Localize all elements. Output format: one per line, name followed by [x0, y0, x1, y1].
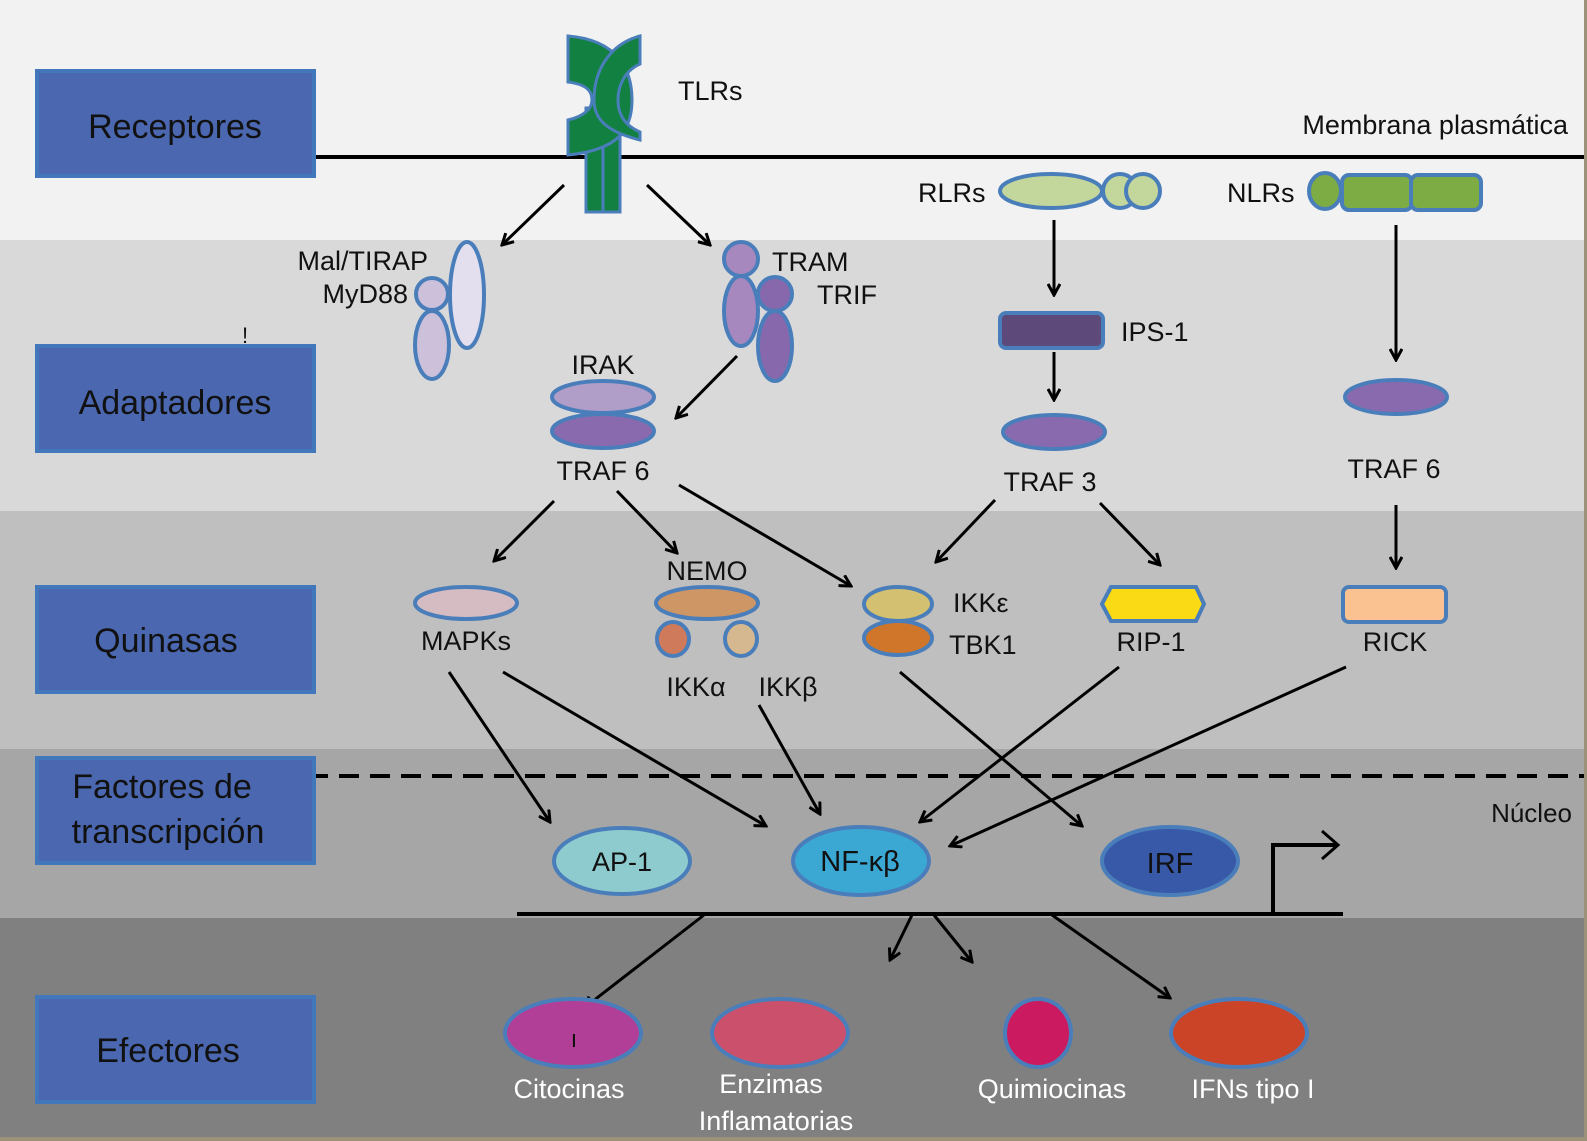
nemo-ikk-complex [654, 585, 760, 658]
category-label: Quinasas [94, 622, 238, 660]
rlr-receptor-icon [998, 172, 1162, 210]
quimiocinas-label: Quimiocinas [978, 1074, 1127, 1104]
arrow-tlr-to-trif [645, 183, 710, 245]
ikk-epsilon-label: IKKε [953, 588, 1009, 618]
category-receptores: Receptores [35, 69, 316, 178]
ifns-label: IFNs tipo I [1191, 1074, 1314, 1104]
category-factores-de-transcripcion: Factores de transcripción [35, 756, 316, 865]
nlrs-label: NLRs [1227, 178, 1295, 208]
traf6-right-label: TRAF 6 [1347, 454, 1440, 484]
ips1-shape [998, 311, 1105, 350]
ips1-label: IPS-1 [1121, 317, 1189, 347]
ifns-effector: IFNs tipo I [1169, 997, 1315, 1104]
myd88-label: MyD88 [322, 279, 408, 309]
rick-label: RICK [1363, 627, 1428, 657]
nucleus-label: Núcleo [1491, 798, 1572, 828]
nlr-receptor-icon [1307, 171, 1483, 212]
mal-tirap-label: Mal/TIRAP [297, 246, 428, 276]
tbk1-label: TBK1 [949, 630, 1017, 660]
arrow-rick-to-nfkb [950, 665, 1347, 846]
trif-label: TRIF [817, 280, 877, 310]
enzimas-effector: Enzimas Inflamatorias [699, 997, 854, 1136]
irf-factor: IRF [1100, 825, 1240, 897]
rlrs-label: RLRs [918, 178, 986, 208]
nfkb-label: NF-κβ [820, 846, 900, 878]
rick-shape [1341, 585, 1448, 624]
category-label: Efectores [96, 1032, 240, 1070]
arrow-traf6-to-nemo [615, 489, 677, 553]
ap1-label: AP-1 [592, 847, 652, 877]
mapks-shape [413, 585, 519, 621]
category-quinasas: Quinasas [35, 585, 316, 694]
traf3-label: TRAF 3 [1003, 467, 1096, 497]
irak-label: IRAK [571, 350, 634, 380]
pathway-arrows [447, 183, 1396, 1010]
category-efectores: Efectores [35, 995, 316, 1104]
arrow-mapks-to-ap1 [447, 671, 550, 822]
arrow-dna-to-quimiocinas [932, 914, 972, 962]
nfkb-factor: NF-κβ [791, 825, 931, 897]
traf3-shape [1001, 413, 1107, 451]
arrow-traf3-to-ikke [936, 498, 997, 562]
category-label: transcripción [72, 813, 265, 851]
rip1-shape [1099, 585, 1207, 623]
arrow-ikkb-to-nfkb [757, 704, 820, 814]
arrow-traf6-to-ikke [678, 483, 851, 586]
arrow-trif-to-traf6 [676, 354, 739, 418]
nemo-label: NEMO [667, 556, 748, 586]
arrow-dna-to-enzimas [890, 914, 914, 960]
arrow-tlr-to-myd88 [502, 183, 566, 245]
ap1-factor: AP-1 [552, 826, 692, 896]
tlr-receptor-icon [566, 34, 642, 214]
category-label: Receptores [88, 108, 262, 146]
arrow-mapks-to-nfkb [502, 670, 766, 826]
category-label: Factores de [72, 768, 252, 806]
tlrs-label: TLRs [678, 76, 743, 106]
ikk-alpha-label: IKKα [666, 672, 725, 702]
arrow-dna-to-citocinas [584, 913, 705, 1008]
ikk-beta-label: IKKβ [758, 672, 817, 702]
rip1-label: RIP-1 [1116, 627, 1185, 657]
irf-label: IRF [1147, 848, 1194, 880]
irak-traf6-complex [550, 379, 656, 450]
transcription-start-arrow-icon [1271, 829, 1341, 914]
citocinas-effector: ı Citocinas [503, 997, 643, 1104]
category-label: Adaptadores [79, 384, 272, 422]
traf6-left-label: TRAF 6 [556, 456, 649, 486]
mapks-label: MAPKs [421, 626, 511, 656]
mal-tirap-myd88-complex [413, 240, 486, 381]
arrow-traf3-to-rip1 [1098, 501, 1160, 565]
citocinas-label: Citocinas [513, 1074, 624, 1104]
arrow-dna-to-ifns [1051, 913, 1170, 998]
arrow-rip1-to-nfkb [920, 665, 1120, 822]
stray-mark: ı [571, 1026, 578, 1053]
arrow-traf6-to-mapks [494, 499, 556, 561]
category-adaptadores: Adaptadores [35, 344, 316, 453]
enzimas-label-line1: Enzimas [719, 1069, 823, 1099]
effector-arrows [584, 913, 1170, 1008]
stray-mark: ! [242, 323, 248, 348]
traf6-right-shape [1343, 378, 1449, 416]
enzimas-label-line2: Inflamatorias [699, 1106, 854, 1136]
tram-label: TRAM [772, 247, 849, 277]
membrane-label: Membrana plasmática [1302, 110, 1569, 140]
ikke-tbk1-complex [862, 585, 934, 657]
tram-trif-complex [722, 240, 794, 383]
quimiocinas-effector: Quimiocinas [978, 997, 1127, 1104]
